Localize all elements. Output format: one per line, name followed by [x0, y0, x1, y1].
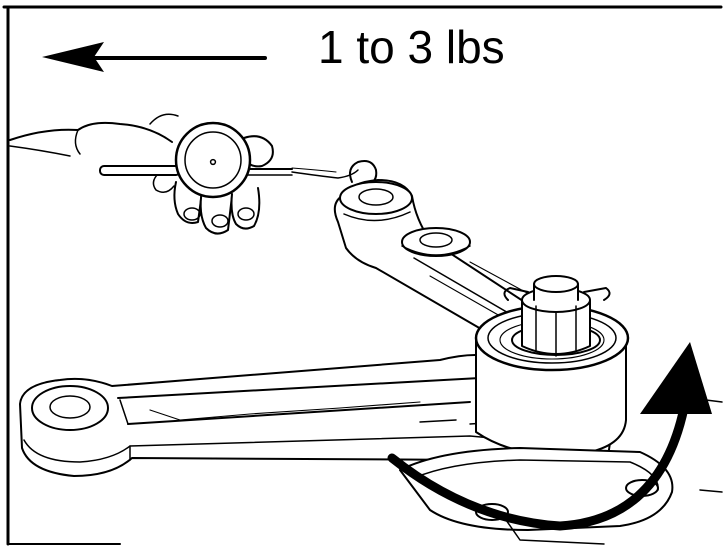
- control-arm-upper: [333, 179, 553, 341]
- mounting-flange: [399, 447, 674, 545]
- hand: [9, 113, 274, 235]
- control-arm-lower: [19, 354, 617, 477]
- curved-arrow-icon: [387, 342, 712, 531]
- force-label: 1 to 3 lbs: [318, 21, 505, 73]
- left-arrow-icon: [42, 42, 267, 72]
- frame: [2, 5, 723, 546]
- bushing-assembly: [474, 275, 630, 456]
- edge-marks: [699, 399, 723, 493]
- spring-scale: [99, 121, 293, 199]
